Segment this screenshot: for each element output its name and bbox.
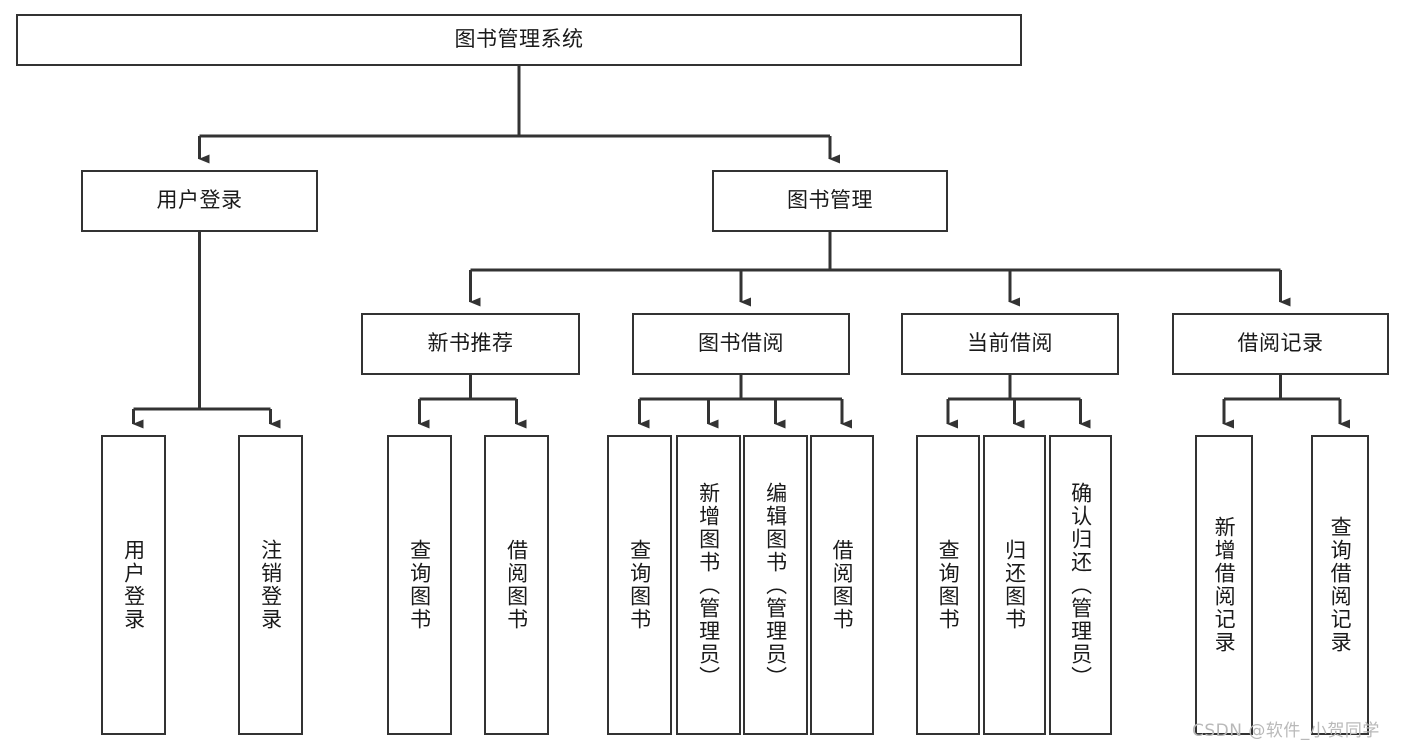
node-leaf-borrow-book-2[interactable]: 借阅图书 [810,435,874,735]
node-label: 借阅图书 [830,539,855,631]
node-label: 查询借阅记录 [1328,516,1353,654]
node-label: 借阅图书 [504,539,529,631]
edges [132,66,1350,429]
node-leaf-add-borrow-record[interactable]: 新增借阅记录 [1195,435,1253,735]
node-borrow-record[interactable]: 借阅记录 [1172,313,1389,375]
node-label: 新增图书（管理员） [696,481,721,689]
node-label: 用户登录 [156,188,243,213]
node-book-management[interactable]: 图书管理 [712,170,948,232]
node-leaf-edit-book-admin[interactable]: 编辑图书（管理员） [743,435,808,735]
node-root-book-management-system[interactable]: 图书管理系统 [16,14,1022,66]
node-leaf-logout[interactable]: 注销登录 [238,435,303,735]
node-label: 图书管理 [787,188,873,213]
node-leaf-add-book-admin[interactable]: 新增图书（管理员） [676,435,741,735]
node-leaf-query-book-1[interactable]: 查询图书 [387,435,452,735]
node-new-book-recommendation[interactable]: 新书推荐 [361,313,580,375]
node-label: 当前借阅 [967,331,1053,356]
node-label: 注销登录 [258,539,283,631]
node-label: 图书借阅 [698,331,784,356]
node-label: 归还图书 [1002,539,1027,631]
node-label: 新增借阅记录 [1212,516,1237,654]
node-label: 编辑图书（管理员） [763,481,788,689]
node-leaf-borrow-book-1[interactable]: 借阅图书 [484,435,549,735]
node-label: 确认归还（管理员） [1068,481,1093,689]
node-label: 查询图书 [407,539,432,631]
node-leaf-query-book-2[interactable]: 查询图书 [607,435,672,735]
node-label: 查询图书 [627,539,652,631]
node-user-login[interactable]: 用户登录 [81,170,318,232]
node-leaf-confirm-return-admin[interactable]: 确认归还（管理员） [1049,435,1112,735]
node-leaf-query-book-3[interactable]: 查询图书 [916,435,980,735]
node-label: 借阅记录 [1237,331,1324,356]
node-label: 新书推荐 [427,331,514,356]
node-current-borrowing[interactable]: 当前借阅 [901,313,1119,375]
node-book-borrowing[interactable]: 图书借阅 [632,313,850,375]
node-leaf-return-book[interactable]: 归还图书 [983,435,1046,735]
node-leaf-user-login[interactable]: 用户登录 [101,435,166,735]
node-label: 查询图书 [936,539,961,631]
node-leaf-query-borrow-record[interactable]: 查询借阅记录 [1311,435,1369,735]
node-label: 图书管理系统 [454,27,584,52]
node-label: 用户登录 [121,539,146,631]
